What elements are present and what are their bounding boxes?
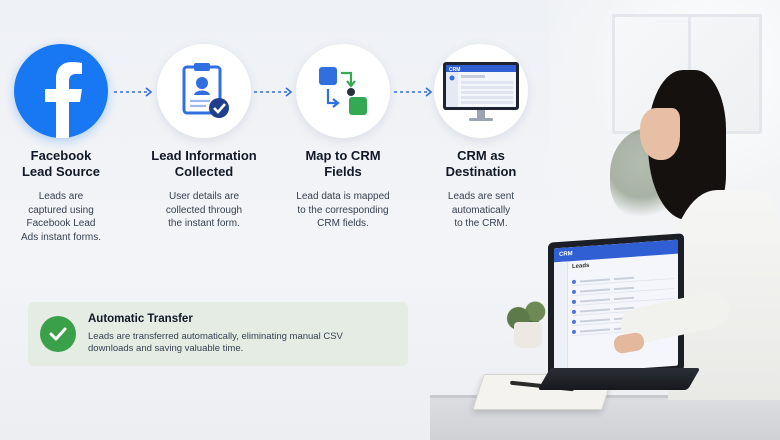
arrow-right-icon xyxy=(394,87,433,97)
background-photo: CRM Leads xyxy=(430,0,780,440)
step-description: Leads are sent automatically to the CRM. xyxy=(447,191,515,229)
automatic-transfer-title: Automatic Transfer xyxy=(88,312,193,325)
step-description: Lead data is mapped to the corresponding… xyxy=(296,191,390,229)
step-crm-as-destination: CRM CRM as Destination Leads are sent au… xyxy=(422,44,540,231)
automatic-transfer-card: Automatic Transfer Leads are transferred… xyxy=(28,302,408,366)
person-torso xyxy=(668,190,780,400)
mapping-flow-icon xyxy=(296,44,390,138)
monitor-brand: CRM xyxy=(449,67,460,73)
crm-monitor-icon: CRM xyxy=(434,44,528,138)
step-title: Lead Information Collected xyxy=(151,148,257,179)
desk-plant-pot xyxy=(514,322,542,348)
step-description: User details are collected through the i… xyxy=(165,191,243,229)
check-circle-icon xyxy=(40,316,76,352)
step-title: Facebook Lead Source xyxy=(21,148,101,179)
arrow-right-icon xyxy=(254,87,293,97)
step-title: Map to CRM Fields xyxy=(305,148,381,179)
step-title: CRM as Destination xyxy=(445,148,517,179)
laptop-sidebar xyxy=(554,261,568,375)
laptop-topbar: CRM xyxy=(554,239,678,263)
step-facebook-lead-source: Facebook Lead Source Leads are captured … xyxy=(2,44,120,244)
facebook-logo-icon xyxy=(14,44,108,138)
person-face xyxy=(640,108,680,160)
step-description: Leads are captured using Facebook Lead A… xyxy=(20,191,102,243)
arrow-right-icon xyxy=(114,87,153,97)
laptop-keyboard xyxy=(537,368,701,390)
laptop-brand: CRM xyxy=(559,251,573,258)
step-map-to-crm-fields: Map to CRM Fields Lead data is mapped to… xyxy=(284,44,402,231)
laptop-heading: Leads xyxy=(572,262,590,271)
clipboard-check-icon xyxy=(157,44,251,138)
automatic-transfer-text: Automatic Transfer Leads are transferred… xyxy=(88,313,388,356)
automatic-transfer-description: Leads are transferred automatically, eli… xyxy=(88,330,343,355)
step-lead-information-collected: Lead Information Collected User details … xyxy=(145,44,263,231)
